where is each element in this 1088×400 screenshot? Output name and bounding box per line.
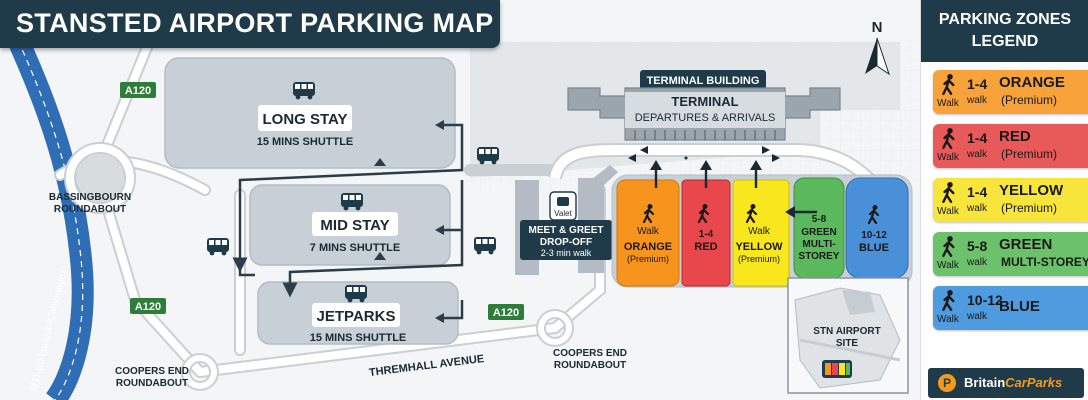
- coopers-end-west-label-line2: ROUNDABOUT: [116, 378, 188, 389]
- bassingbourn-label-line2: ROUNDABOUT: [54, 204, 126, 215]
- blue-zone[interactable]: [845, 177, 909, 279]
- meet-greet-box[interactable]: [520, 220, 612, 260]
- legend-title-line2: LEGEND: [971, 33, 1039, 50]
- svg-text:TERMINAL BUILDING: TERMINAL BUILDING: [647, 75, 760, 87]
- walk-arrows: [654, 168, 817, 214]
- car-icon: [557, 197, 569, 206]
- orange-zone-sub: (Premium): [627, 254, 669, 264]
- a120-badge: [130, 298, 166, 314]
- legend-item-blue[interactable]: Walk 10-12 walk BLUE: [933, 286, 1088, 330]
- parking-zones-legend: PARKING ZONES LEGEND Walk 1-4 walk ORANG…: [920, 0, 1088, 400]
- yellow-zone-walk: Walk: [748, 226, 771, 237]
- jetparks-shuttle: 15 MINS SHUTTLE: [310, 332, 407, 344]
- orange-zone-walk: Walk: [637, 226, 660, 237]
- legend-item-label: GREEN: [999, 236, 1053, 253]
- svg-text:A120: A120: [125, 85, 151, 97]
- svg-text:A120: A120: [135, 301, 161, 313]
- svg-text:A120: A120: [493, 307, 519, 319]
- britaincarparks-logo-icon: P: [938, 374, 956, 392]
- compass-north-label: N: [872, 19, 883, 36]
- legend-item-green[interactable]: Walk 5-8 walk GREEN MULTI-STOREY: [933, 232, 1088, 276]
- long-stay-shuttle: 15 MINS SHUTTLE: [257, 136, 354, 148]
- yellow-zone[interactable]: [732, 179, 790, 287]
- yellow-zone-sub: (Premium): [738, 254, 780, 264]
- green-zone-storey: STOREY: [799, 251, 840, 262]
- coopers-end-east-label-line1: COOPERS END: [553, 348, 627, 359]
- mid-stay-shuttle: 7 MINS SHUTTLE: [310, 242, 400, 254]
- meet-greet-line1: MEET & GREET: [528, 225, 603, 236]
- walking-person-icon: [942, 182, 955, 204]
- green-zone-walk-time: 5-8: [812, 214, 827, 225]
- inset-label-line2: SITE: [836, 338, 859, 349]
- legend-title-line1: PARKING ZONES: [938, 11, 1072, 28]
- shuttle-routes: [232, 123, 464, 320]
- m11-motorway: [7, 35, 94, 400]
- terminal-banner: [640, 70, 766, 90]
- yellow-zone-name: YELLOW: [735, 241, 783, 253]
- long-stay-name: LONG STAY: [262, 111, 347, 128]
- red-zone-name: RED: [694, 241, 717, 253]
- blue-zone-name: BLUE: [859, 242, 889, 254]
- meet-greet-line2: DROP-OFF: [540, 237, 592, 248]
- legend-title: PARKING ZONES LEGEND: [921, 0, 1088, 62]
- meet-greet-walk: 2-3 min walk: [541, 248, 592, 258]
- legend-item-label: RED: [999, 128, 1031, 145]
- walking-person-icon: [942, 290, 955, 312]
- coopers-end-west-label-line1: COOPERS END: [115, 366, 189, 377]
- legend-item-yellow[interactable]: Walk 1-4 walk YELLOW (Premium): [933, 178, 1088, 222]
- north-arrow-icon: [865, 38, 877, 74]
- green-zone-multi: MULTI-: [802, 239, 835, 250]
- brand-part1: Britain: [964, 375, 1006, 390]
- orange-zone[interactable]: [616, 179, 680, 287]
- terminal-name: TERMINAL: [671, 94, 738, 109]
- red-zone-walk-time: 1-4: [699, 229, 714, 240]
- legend-item-label: YELLOW: [999, 182, 1064, 199]
- legend-item-red[interactable]: Walk 1-4 walk RED (Premium): [933, 124, 1088, 168]
- jetparks-name: JETPARKS: [317, 308, 396, 325]
- long-stay-label-box: [258, 105, 352, 131]
- map-title-bar: STANSTED AIRPORT PARKING MAP: [0, 0, 500, 48]
- map-title: STANSTED AIRPORT PARKING MAP: [16, 8, 494, 38]
- mid-stay-label-box: [312, 212, 398, 236]
- walking-person-icon: [942, 128, 955, 150]
- brand-logo[interactable]: P BritainCarParks: [928, 368, 1084, 398]
- a120-badge: [120, 82, 156, 98]
- parking-map: M11 (to London/Cambridge): [0, 0, 920, 400]
- a120-badge: [488, 304, 524, 320]
- legend-item-orange[interactable]: Walk 1-4 walk ORANGE (Premium): [933, 70, 1088, 114]
- walking-person-icon: [942, 74, 955, 96]
- coopers-end-east-label-line2: ROUNDABOUT: [554, 360, 626, 371]
- brand-part2: CarParks: [1005, 375, 1063, 390]
- legend-item-label: BLUE: [999, 298, 1040, 315]
- jetparks-label-box: [312, 303, 400, 327]
- legend-item-label: ORANGE: [999, 74, 1065, 91]
- inset-label-line1: STN AIRPORT: [813, 326, 880, 337]
- blue-zone-walk-time: 10-12: [861, 230, 887, 241]
- bassingbourn-label-line1: BASSINGBOURN: [49, 192, 131, 203]
- terminal-sub: DEPARTURES & ARRIVALS: [635, 112, 776, 124]
- mid-stay-name: MID STAY: [320, 217, 389, 234]
- walking-person-icon: [942, 236, 955, 258]
- green-zone-name: GREEN: [801, 227, 837, 238]
- orange-zone-name: ORANGE: [624, 241, 672, 253]
- svg-text:Valet: Valet: [554, 209, 572, 218]
